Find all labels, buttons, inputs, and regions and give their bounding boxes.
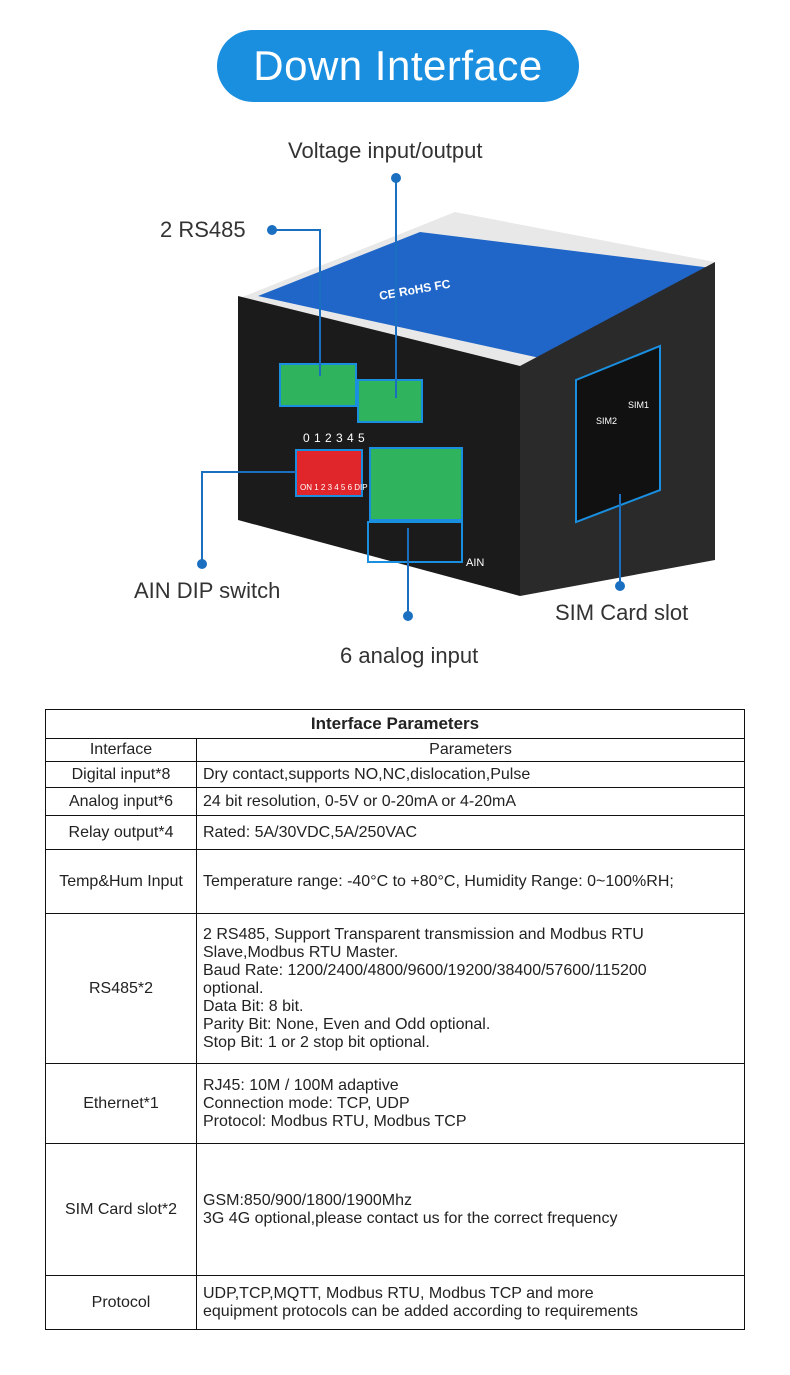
callout-rs485: 2 RS485 xyxy=(160,217,246,242)
interface-name: Ethernet*1 xyxy=(45,1063,197,1144)
callout-dot xyxy=(197,559,207,569)
dip-number: 2 xyxy=(325,431,332,445)
interface-params: UDP,TCP,MQTT, Modbus RTU, Modbus TCP and… xyxy=(196,1275,745,1330)
callout-voltage: Voltage input/output xyxy=(288,138,483,163)
callout-dot xyxy=(391,173,401,183)
callout-ain-dip: AIN DIP switch xyxy=(134,578,281,603)
interface-name: SIM Card slot*2 xyxy=(45,1143,197,1276)
interface-params: Temperature range: -40°C to +80°C, Humid… xyxy=(196,849,745,914)
interface-params: Rated: 5A/30VDC,5A/250VAC xyxy=(196,815,745,850)
page-title: Down Interface xyxy=(217,30,579,102)
table-row: Temp&Hum Input Temperature range: -40°C … xyxy=(45,849,745,914)
dip-number: 3 xyxy=(336,431,343,445)
ain-label: AIN xyxy=(466,557,484,569)
interface-params: GSM:850/900/1800/1900Mhz 3G 4G optional,… xyxy=(196,1143,745,1276)
column-header-interface: Interface xyxy=(45,738,197,762)
interface-name: Relay output*4 xyxy=(45,815,197,850)
analog-labels xyxy=(367,521,463,563)
interface-name: RS485*2 xyxy=(45,913,197,1064)
dip-switch-label: ON 1 2 3 4 5 6 DIP xyxy=(300,483,368,492)
table-row: SIM Card slot*2 GSM:850/900/1800/1900Mhz… xyxy=(45,1143,745,1276)
dip-number-row: 0 1 2 3 4 5 xyxy=(303,431,365,445)
table-row: Protocol UDP,TCP,MQTT, Modbus RTU, Modbu… xyxy=(45,1275,745,1330)
interface-params: 24 bit resolution, 0-5V or 0-20mA or 4-2… xyxy=(196,787,745,816)
callout-analog: 6 analog input xyxy=(340,643,479,668)
dip-number: 1 xyxy=(314,431,321,445)
callout-dot xyxy=(267,225,277,235)
callout-sim: SIM Card slot xyxy=(555,600,689,625)
table-title: Interface Parameters xyxy=(45,709,745,739)
callout-line-dip xyxy=(201,471,296,564)
dip-number: 4 xyxy=(347,431,354,445)
table-row: Analog input*6 24 bit resolution, 0-5V o… xyxy=(45,787,745,816)
interface-params: Dry contact,supports NO,NC,dislocation,P… xyxy=(196,761,745,788)
rs485-terminal xyxy=(279,363,357,407)
interface-name: Protocol xyxy=(45,1275,197,1330)
analog-terminal xyxy=(369,447,463,521)
sim2-label: SIM2 xyxy=(596,416,617,426)
interface-params: RJ45: 10M / 100M adaptive Connection mod… xyxy=(196,1063,745,1144)
callout-line-rs485 xyxy=(272,229,321,376)
table-row: Ethernet*1 RJ45: 10M / 100M adaptive Con… xyxy=(45,1063,745,1144)
interface-params: 2 RS485, Support Transparent transmissio… xyxy=(196,913,745,1064)
voltage-terminal xyxy=(357,379,423,423)
interface-name: Temp&Hum Input xyxy=(45,849,197,914)
device-illustration: 0 1 2 3 4 5 ON 1 2 3 4 5 6 DIP AIN SIM2 … xyxy=(197,173,715,621)
table-row: Digital input*8 Dry contact,supports NO,… xyxy=(45,761,745,788)
column-header-parameters: Parameters xyxy=(196,738,745,762)
sim1-label: SIM1 xyxy=(628,400,649,410)
table-row: RS485*2 2 RS485, Support Transparent tra… xyxy=(45,913,745,1064)
callout-dot xyxy=(403,611,413,621)
dip-switch xyxy=(295,449,363,497)
interface-parameters-table: Interface Parameters Interface Parameter… xyxy=(45,709,745,1330)
sim-card-slot xyxy=(575,344,661,524)
table-row: Relay output*4 Rated: 5A/30VDC,5A/250VAC xyxy=(45,815,745,850)
interface-name: Digital input*8 xyxy=(45,761,197,788)
callout-dot xyxy=(615,581,625,591)
dip-number: 0 xyxy=(303,431,310,445)
dip-number: 5 xyxy=(358,431,365,445)
interface-name: Analog input*6 xyxy=(45,787,197,816)
